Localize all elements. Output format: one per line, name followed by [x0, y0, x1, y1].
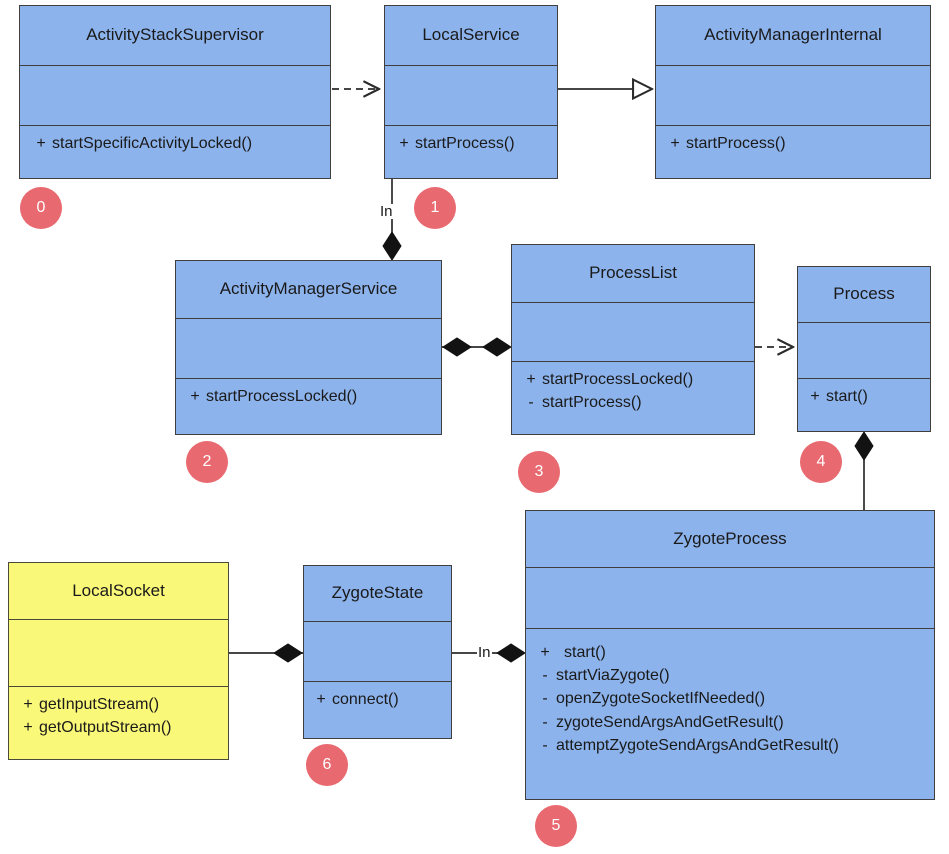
operation-row: + getInputStream() [17, 693, 228, 716]
operation-signature: connect() [332, 691, 399, 708]
class-name-process: Process [798, 267, 930, 323]
operation-visibility: + [399, 135, 409, 152]
operation-visibility: + [810, 388, 820, 405]
class-name-activity-stack-supervisor: ActivityStackSupervisor [20, 6, 330, 66]
class-operations-activity-manager-internal: + startProcess() [656, 126, 930, 178]
operation-row: + startSpecificActivityLocked() [30, 132, 330, 155]
operation-signature: zygoteSendArgsAndGetResult() [556, 713, 784, 731]
operation-row: + startProcess() [664, 132, 930, 155]
class-attributes-activity-manager-service [176, 319, 441, 379]
class-box-local-service[interactable]: LocalService + startProcess() [384, 5, 558, 179]
operation-visibility: + [190, 388, 200, 405]
operation-signature: getInputStream() [39, 696, 160, 713]
operation-signature: start() [564, 644, 606, 661]
operation-row: + startProcessLocked() [184, 385, 441, 408]
operation-row: - attemptZygoteSendArgsAndGetResult() [534, 734, 934, 757]
class-operations-activity-stack-supervisor: + startSpecificActivityLocked() [20, 126, 330, 178]
operation-signature: startProcessLocked() [206, 388, 358, 405]
operation-row: + connect() [310, 688, 451, 711]
class-name-zygote-state: ZygoteState [304, 566, 451, 622]
badge-1: 1 [414, 187, 456, 229]
operation-signature: start() [826, 388, 868, 405]
operation-visibility: - [542, 667, 548, 685]
operation-row: - startProcess() [520, 391, 754, 414]
class-attributes-activity-manager-internal [656, 66, 930, 126]
class-name-activity-manager-service: ActivityManagerService [176, 261, 441, 319]
class-operations-local-socket: + getInputStream() + getOutputStream() [9, 687, 228, 759]
badge-6: 6 [306, 744, 348, 786]
class-operations-zygote-state: + connect() [304, 682, 451, 738]
class-box-zygote-state[interactable]: ZygoteState + connect() [303, 565, 452, 739]
class-attributes-process [798, 323, 930, 379]
class-operations-local-service: + startProcess() [385, 126, 557, 178]
operation-row: + startProcess() [393, 132, 557, 155]
edge-process-to-zygoteprocess [854, 431, 874, 512]
edge-label-local-service-to-ams: In [379, 203, 394, 220]
class-box-process[interactable]: Process + start() [797, 266, 931, 432]
operation-signature: startProcess() [686, 135, 786, 152]
class-attributes-local-service [385, 66, 557, 126]
operation-visibility: + [23, 719, 33, 737]
operation-signature: startSpecificActivityLocked() [52, 135, 253, 152]
class-name-zygote-process: ZygoteProcess [526, 511, 934, 568]
class-attributes-zygote-process [526, 568, 934, 629]
class-name-process-list: ProcessList [512, 245, 754, 303]
badge-4: 4 [800, 441, 842, 483]
operation-row: + start() [534, 641, 934, 664]
operation-visibility: - [528, 394, 534, 412]
class-name-local-service: LocalService [385, 6, 557, 66]
operation-visibility: + [316, 691, 326, 708]
class-attributes-activity-stack-supervisor [20, 66, 330, 126]
operation-visibility: + [670, 135, 680, 152]
edge-ams-to-processlist [441, 337, 512, 357]
badge-5: 5 [535, 805, 577, 847]
edge-label-zygote-state-to-zygote-process: In [477, 644, 492, 661]
operation-row: + startProcessLocked() [520, 368, 754, 391]
class-name-activity-manager-internal: ActivityManagerInternal [656, 6, 930, 66]
badge-3: 3 [518, 451, 560, 493]
operation-signature: startViaZygote() [556, 667, 670, 685]
operation-signature: openZygoteSocketIfNeeded() [556, 690, 766, 708]
operation-visibility: - [542, 736, 548, 754]
operation-visibility: + [36, 135, 46, 152]
class-box-activity-manager-internal[interactable]: ActivityManagerInternal + startProcess() [655, 5, 931, 179]
class-operations-zygote-process: + start() - startViaZygote() - openZygot… [526, 629, 934, 799]
class-operations-process: + start() [798, 379, 930, 431]
class-name-local-socket: LocalSocket [9, 563, 228, 620]
class-attributes-zygote-state [304, 622, 451, 682]
class-box-activity-stack-supervisor[interactable]: ActivityStackSupervisor + startSpecificA… [19, 5, 331, 179]
operation-signature: startProcess() [415, 135, 515, 152]
operation-visibility: + [540, 644, 550, 661]
operation-signature: startProcess() [542, 394, 642, 412]
operation-signature: attemptZygoteSendArgsAndGetResult() [556, 736, 839, 754]
operation-row: - startViaZygote() [534, 664, 934, 687]
badge-2: 2 [186, 441, 228, 483]
operation-row: + start() [804, 385, 930, 408]
class-operations-process-list: + startProcessLocked() - startProcess() [512, 362, 754, 434]
class-attributes-process-list [512, 303, 754, 362]
edge-localsocket-to-zygotestate [229, 643, 303, 663]
operation-visibility: + [526, 371, 536, 388]
operation-signature: getOutputStream() [39, 719, 172, 737]
class-operations-activity-manager-service: + startProcessLocked() [176, 379, 441, 434]
operation-row: - openZygoteSocketIfNeeded() [534, 687, 934, 710]
class-box-activity-manager-service[interactable]: ActivityManagerService + startProcessLoc… [175, 260, 442, 435]
operation-signature: startProcessLocked() [542, 371, 694, 388]
class-box-process-list[interactable]: ProcessList + startProcessLocked() - sta… [511, 244, 755, 435]
class-box-zygote-process[interactable]: ZygoteProcess + start() - startViaZygote… [525, 510, 935, 800]
operation-visibility: + [23, 696, 33, 713]
operation-row: + getOutputStream() [17, 716, 228, 739]
class-attributes-local-socket [9, 620, 228, 687]
class-box-local-socket[interactable]: LocalSocket + getInputStream() + getOutp… [8, 562, 229, 760]
operation-row: - zygoteSendArgsAndGetResult() [534, 711, 934, 734]
operation-visibility: - [542, 713, 548, 731]
badge-0: 0 [20, 187, 62, 229]
operation-visibility: - [542, 690, 548, 708]
